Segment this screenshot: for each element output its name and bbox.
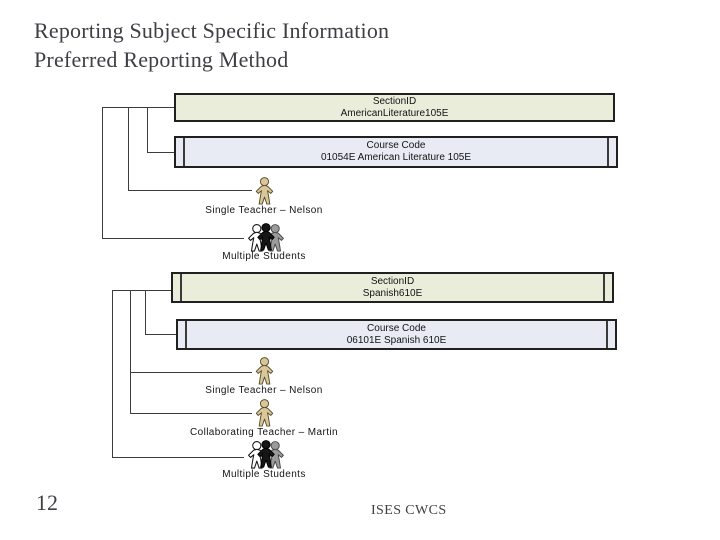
multiple-students-label: Multiple Students — [222, 251, 306, 262]
connector-line — [112, 290, 113, 458]
connector-line — [147, 107, 148, 153]
course-code-label: Course Code — [366, 140, 426, 151]
single-teacher-label: Single Teacher – Nelson — [205, 385, 323, 396]
multiple-students-label: Multiple Students — [222, 469, 306, 480]
connector-line — [130, 413, 252, 414]
connector-line — [145, 290, 146, 335]
section-id-box: SectionID Spanish610E — [171, 272, 614, 303]
person-icon — [251, 357, 278, 386]
course-code-box: Course Code 01054E American Literature 1… — [174, 136, 618, 168]
people-group-icon — [243, 223, 289, 253]
connector-line — [102, 107, 174, 108]
single-teacher-label: Single Teacher – Nelson — [205, 205, 323, 216]
person-icon — [251, 399, 278, 428]
connector-line — [112, 290, 171, 291]
course-code-value: 06101E Spanish 610E — [346, 334, 447, 346]
connector-line — [102, 107, 103, 238]
person-icon — [251, 177, 278, 206]
section-id-label: SectionID — [370, 275, 415, 287]
page-number: 12 — [36, 490, 58, 515]
slide-title: Reporting Subject Specific Information P… — [34, 16, 594, 74]
section-id-box: SectionID AmericanLiterature105E — [174, 93, 615, 122]
footer-text: ISES CWCS — [371, 503, 447, 518]
connector-line — [130, 372, 252, 373]
course-code-label: Course Code — [367, 322, 426, 334]
section-id-value: Spanish610E — [362, 287, 423, 299]
course-code-box: Course Code 06101E Spanish 610E — [176, 319, 617, 350]
collaborating-teacher-label: Collaborating Teacher – Martin — [189, 427, 338, 438]
slide-title-line1: Reporting Subject Specific Information — [34, 18, 390, 43]
connector-line — [147, 152, 176, 153]
section-id-label: SectionID — [372, 95, 417, 107]
section-id-value: AmericanLiterature105E — [340, 107, 449, 119]
connector-line — [102, 238, 244, 239]
connector-line — [128, 107, 129, 190]
connector-line — [128, 190, 252, 191]
connector-line — [130, 290, 131, 414]
connector-line — [145, 334, 176, 335]
course-code-value: 01054E American Literature 105E — [320, 152, 472, 163]
people-group-icon — [243, 440, 289, 470]
connector-line — [112, 457, 244, 458]
slide-title-line2: Preferred Reporting Method — [34, 47, 289, 72]
